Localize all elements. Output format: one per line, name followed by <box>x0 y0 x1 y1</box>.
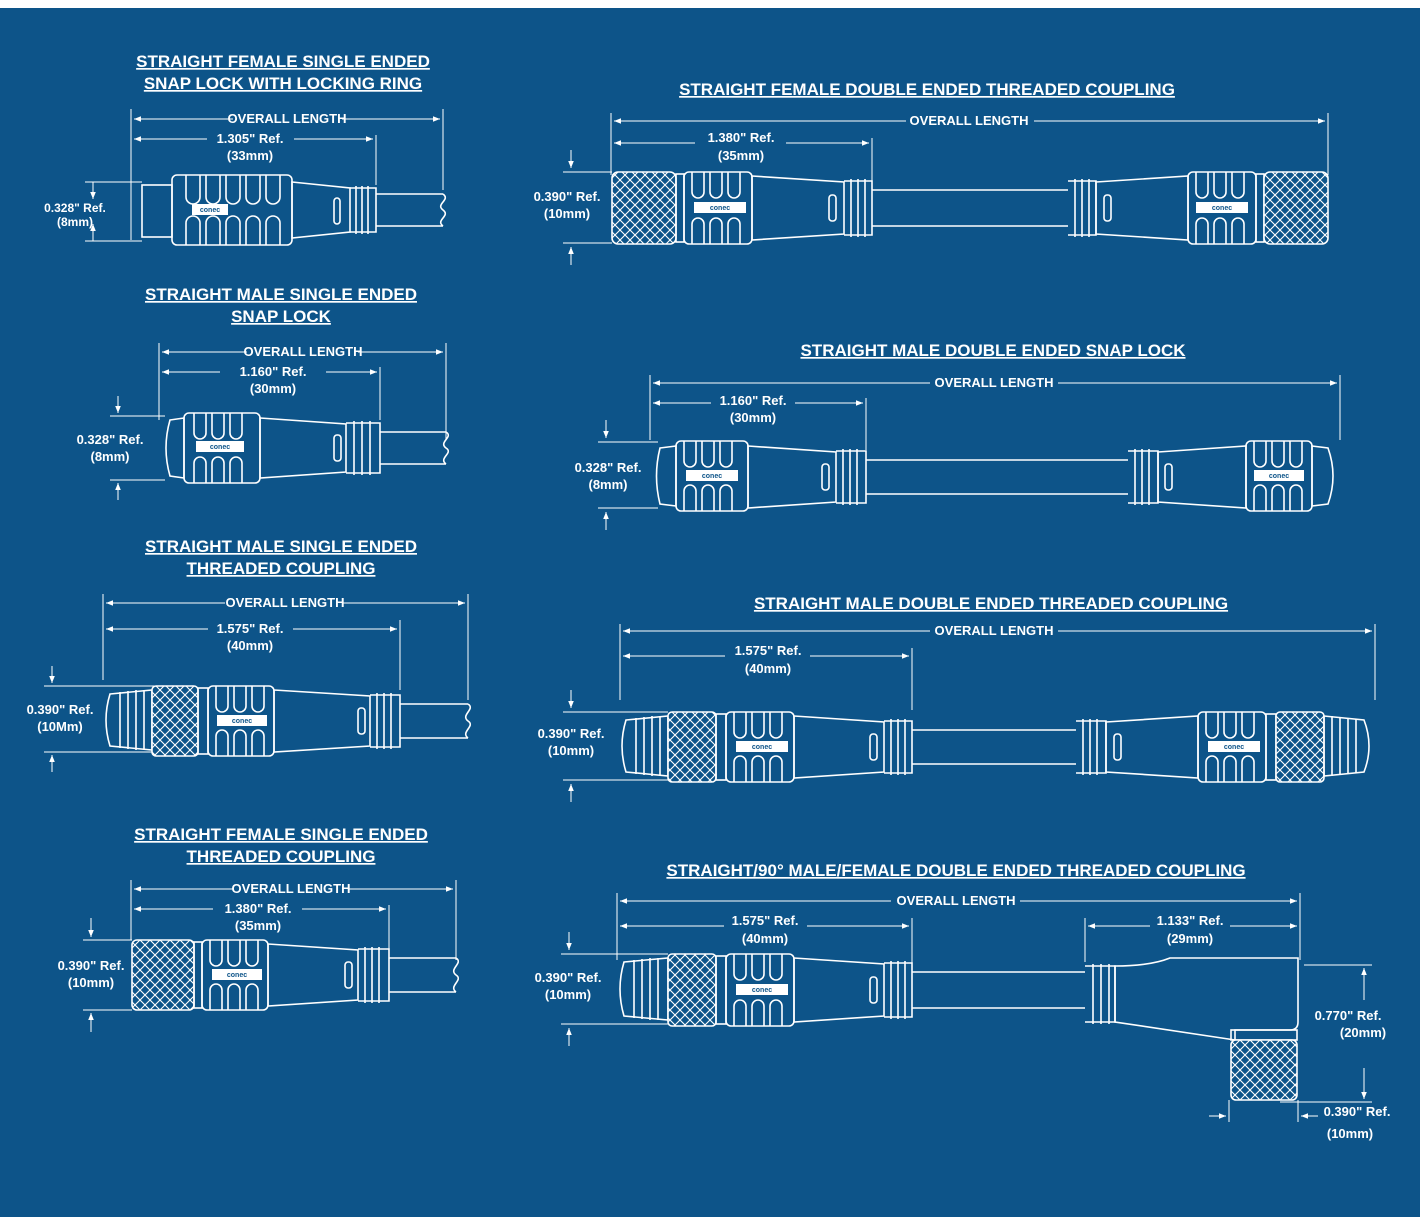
diameter-mm: (8mm) <box>57 215 93 229</box>
diameter-label: 0.390" Ref. <box>538 726 605 741</box>
diameter-label: 0.328" Ref. <box>44 201 106 215</box>
drawing-sheet: STRAIGHT FEMALE SINGLE ENDED SNAP LOCK W… <box>0 8 1420 1217</box>
logo-badge-text: conec <box>710 205 730 212</box>
drawing-female-threaded-single: STRAIGHT FEMALE SINGLE ENDED THREADED CO… <box>58 825 460 1032</box>
reference-length: 1.305" Ref. <box>217 131 284 146</box>
logo-badge-text: conec <box>200 207 220 214</box>
connector-body: conec <box>619 953 1299 1101</box>
reference-length: 1.160" Ref. <box>720 393 787 408</box>
diameter-mm: (10mm) <box>545 987 591 1002</box>
drawing-title-line-2: THREADED COUPLING <box>187 559 376 578</box>
diameter-mm: (8mm) <box>90 449 129 464</box>
diameter-label: 0.390" Ref. <box>27 702 94 717</box>
connector-body: conec conec <box>611 171 1329 245</box>
overall-length-label: OVERALL LENGTH <box>897 893 1016 908</box>
right-angle-length-mm: (29mm) <box>1167 931 1213 946</box>
overall-length-label: OVERALL LENGTH <box>935 375 1054 390</box>
reference-length-mm: (35mm) <box>718 148 764 163</box>
logo-badge-text: conec <box>752 987 772 994</box>
connector-dimension-drawings: STRAIGHT FEMALE SINGLE ENDED SNAP LOCK W… <box>27 52 1391 1141</box>
reference-length-mm: (33mm) <box>227 148 273 163</box>
connector-body: conec conec <box>621 711 1370 783</box>
diameter-mm: (10mm) <box>68 975 114 990</box>
overall-length-label: OVERALL LENGTH <box>935 623 1054 638</box>
diameter-label: 0.390" Ref. <box>58 958 125 973</box>
drawing-title-line-1: STRAIGHT MALE SINGLE ENDED <box>145 285 417 304</box>
drawing-title: STRAIGHT FEMALE DOUBLE ENDED THREADED CO… <box>679 80 1175 99</box>
drawing-title-line-2: SNAP LOCK <box>231 307 332 326</box>
right-angle-diameter: 0.390" Ref. <box>1324 1104 1391 1119</box>
reference-length: 1.575" Ref. <box>217 621 284 636</box>
reference-length: 1.575" Ref. <box>735 643 802 658</box>
drawing-title-line-1: STRAIGHT FEMALE SINGLE ENDED <box>134 825 428 844</box>
reference-length-mm: (30mm) <box>730 410 776 425</box>
reference-length: 1.160" Ref. <box>240 364 307 379</box>
right-angle-length: 1.133" Ref. <box>1157 913 1224 928</box>
reference-length-mm: (40mm) <box>742 931 788 946</box>
diameter-label: 0.390" Ref. <box>534 189 601 204</box>
connector-body: conec <box>165 412 450 484</box>
connector-body: conec <box>105 685 472 757</box>
overall-length-label: OVERALL LENGTH <box>226 595 345 610</box>
right-angle-diameter-mm: (10mm) <box>1327 1126 1373 1141</box>
connector-body: conec <box>131 939 460 1011</box>
diameter-label: 0.390" Ref. <box>535 970 602 985</box>
drawing-male-threaded-single: STRAIGHT MALE SINGLE ENDED THREADED COUP… <box>27 537 472 772</box>
logo-badge-text: conec <box>227 972 247 979</box>
drawing-title-line-1: STRAIGHT FEMALE SINGLE ENDED <box>136 52 430 71</box>
diameter-mm: (10mm) <box>544 206 590 221</box>
drawing-male-threaded-double: STRAIGHT MALE DOUBLE ENDED THREADED COUP… <box>538 594 1376 802</box>
right-angle-height-mm: (20mm) <box>1340 1025 1386 1040</box>
drawing-male-snap-lock-double: STRAIGHT MALE DOUBLE ENDED SNAP LOCK OVE… <box>575 341 1341 530</box>
logo-badge-text: conec <box>232 718 252 725</box>
diameter-mm: (8mm) <box>588 477 627 492</box>
logo-badge-text: conec <box>1224 744 1244 751</box>
reference-length: 1.575" Ref. <box>732 913 799 928</box>
overall-length-label: OVERALL LENGTH <box>244 344 363 359</box>
reference-length: 1.380" Ref. <box>708 130 775 145</box>
drawing-title: STRAIGHT/90° MALE/FEMALE DOUBLE ENDED TH… <box>666 861 1245 880</box>
logo-badge-text: conec <box>1269 473 1289 480</box>
reference-length-mm: (30mm) <box>250 381 296 396</box>
overall-length-label: OVERALL LENGTH <box>910 113 1029 128</box>
drawing-male-female-right-angle-double: STRAIGHT/90° MALE/FEMALE DOUBLE ENDED TH… <box>535 861 1391 1141</box>
connector-body: conec <box>141 174 447 246</box>
drawing-male-snap-lock-single: STRAIGHT MALE SINGLE ENDED SNAP LOCK OVE… <box>77 285 450 500</box>
drawing-title-line-1: STRAIGHT MALE SINGLE ENDED <box>145 537 417 556</box>
drawing-title-line-2: SNAP LOCK WITH LOCKING RING <box>144 74 422 93</box>
logo-badge-text: conec <box>702 473 722 480</box>
right-angle-height: 0.770" Ref. <box>1315 1008 1382 1023</box>
drawing-title: STRAIGHT MALE DOUBLE ENDED SNAP LOCK <box>800 341 1186 360</box>
reference-length-mm: (40mm) <box>745 661 791 676</box>
reference-length: 1.380" Ref. <box>225 901 292 916</box>
drawing-title: STRAIGHT MALE DOUBLE ENDED THREADED COUP… <box>754 594 1228 613</box>
diameter-label: 0.328" Ref. <box>575 460 642 475</box>
reference-length-mm: (40mm) <box>227 638 273 653</box>
connector-body: conec conec <box>655 440 1334 512</box>
overall-length-label: OVERALL LENGTH <box>228 111 347 126</box>
diameter-mm: (10mm) <box>548 743 594 758</box>
logo-badge-text: conec <box>752 744 772 751</box>
reference-length-mm: (35mm) <box>235 918 281 933</box>
drawing-title-line-2: THREADED COUPLING <box>187 847 376 866</box>
drawing-female-snap-lock-locking-ring: STRAIGHT FEMALE SINGLE ENDED SNAP LOCK W… <box>44 52 447 246</box>
logo-badge-text: conec <box>210 444 230 451</box>
logo-badge-text: conec <box>1212 205 1232 212</box>
overall-length-label: OVERALL LENGTH <box>232 881 351 896</box>
diameter-label: 0.328" Ref. <box>77 432 144 447</box>
diameter-mm: (10Mm) <box>37 719 83 734</box>
drawing-female-threaded-double: STRAIGHT FEMALE DOUBLE ENDED THREADED CO… <box>534 80 1329 265</box>
